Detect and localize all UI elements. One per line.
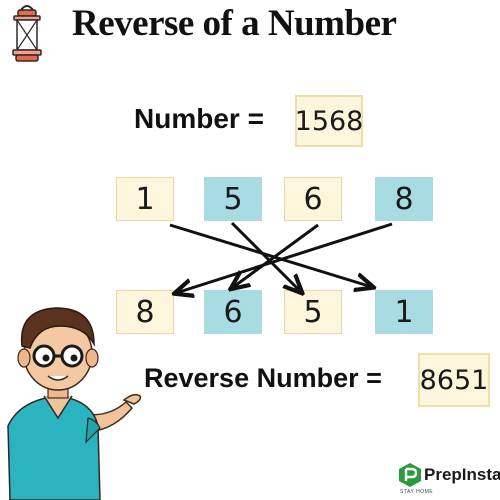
original-digit-box: 8 bbox=[375, 177, 433, 221]
arrow-1-to-1 bbox=[169, 223, 372, 287]
reverse-value-box: 8651 bbox=[418, 353, 490, 407]
prepinsta-logo-icon bbox=[399, 463, 421, 487]
character-illustration bbox=[7, 307, 142, 500]
lantern-icon bbox=[12, 5, 42, 62]
arrow-5-to-5 bbox=[230, 221, 301, 292]
reversed-digit-box: 5 bbox=[284, 290, 342, 334]
arrow-8-to-8 bbox=[176, 222, 393, 293]
reversed-digit-box: 6 bbox=[204, 290, 262, 334]
number-label: Number = bbox=[134, 103, 264, 134]
number-value-box: 1568 bbox=[295, 95, 363, 147]
arrow-6-to-6 bbox=[232, 223, 319, 288]
original-digit-box: 5 bbox=[204, 177, 262, 221]
brand-tagline: STAY HOME bbox=[400, 489, 434, 495]
reverse-number-label: Reverse Number = bbox=[144, 363, 382, 393]
reversed-digit-box: 1 bbox=[375, 290, 433, 334]
brand-name: PrepInsta bbox=[424, 465, 500, 484]
page-title: Reverse of a Number bbox=[72, 3, 397, 44]
original-digit-box: 6 bbox=[284, 177, 342, 221]
reversed-digit-box: 8 bbox=[116, 290, 174, 334]
original-digit-box: 1 bbox=[116, 177, 174, 221]
